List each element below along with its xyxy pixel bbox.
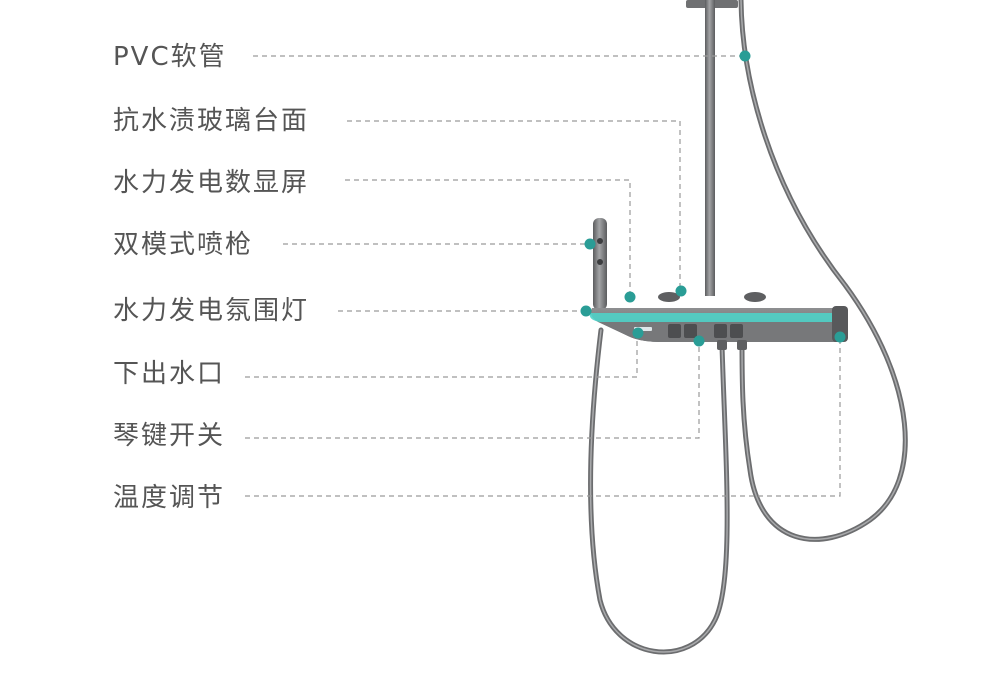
piano-key-3 [714,324,727,338]
dot-keys [693,335,705,347]
dot-display [624,291,636,303]
label-piano-keys: 琴键开关 [113,421,226,451]
pvc-hose-shape [738,0,908,542]
right-knob [744,292,766,302]
leader-keys [245,341,700,439]
left-knob [658,292,680,302]
leader-display [345,179,631,297]
label-anti-stain-glass: 抗水渍玻璃台面 [113,106,310,136]
leader-outlet [245,333,638,378]
dot-pvc-hose [739,50,751,62]
leader-glass [347,120,681,291]
piano-key-1 [668,324,681,338]
label-dual-mode-spray: 双模式喷枪 [113,230,254,260]
dot-glass [675,285,687,297]
ambient-glow-strip [589,313,844,322]
label-hydro-display: 水力发电数显屏 [113,168,310,198]
label-temp-control: 温度调节 [113,483,226,513]
label-lower-outlet: 下出水口 [113,359,226,389]
riser-pipe [705,0,715,296]
dot-spray [584,238,596,250]
dot-ambient [580,305,592,317]
leader-lines [245,55,841,497]
spray-hose-shape [588,327,730,655]
label-ambient-light: 水力发电氛围灯 [113,296,310,326]
piano-key-2 [684,324,697,338]
leader-temp [245,337,841,497]
marker-dots [580,50,846,347]
label-pvc-hose: PVC软管 [113,42,227,72]
piano-key-4 [730,324,743,338]
temp-knob [832,306,848,342]
dot-temp [834,331,846,343]
dot-outlet [632,327,644,339]
